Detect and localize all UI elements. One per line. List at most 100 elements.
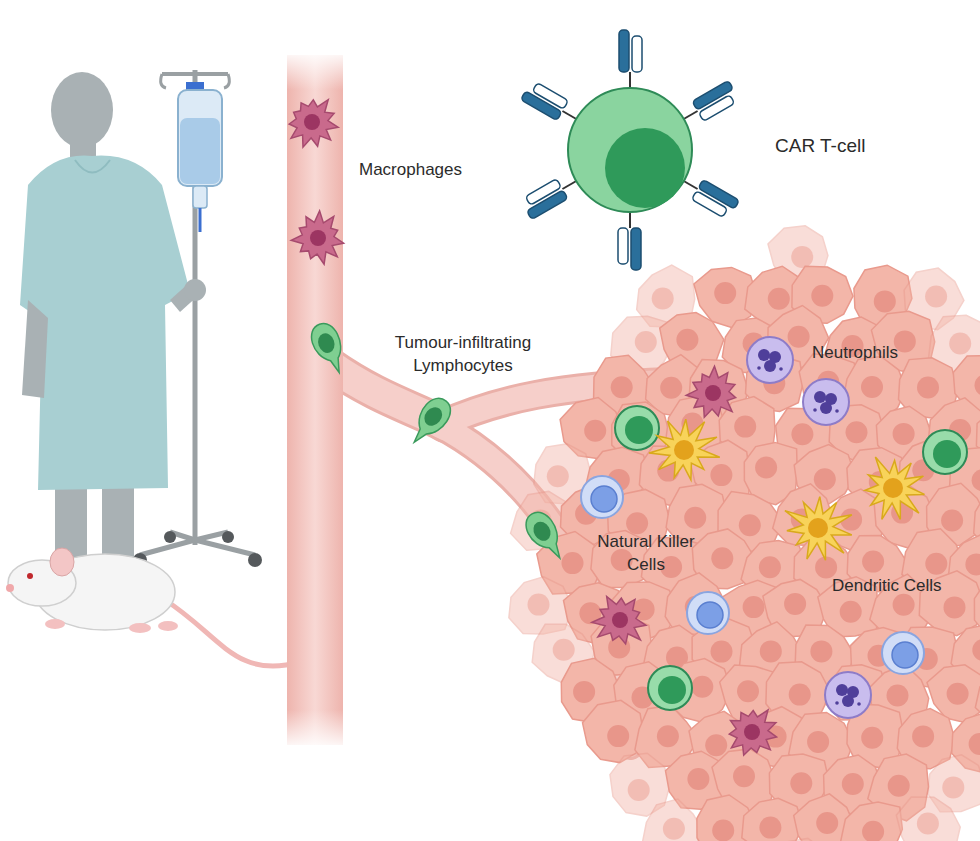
lymphocyte-cell: [307, 320, 350, 378]
neutrophil-nucleus: [820, 402, 832, 414]
tumour-nucleus: [635, 331, 657, 353]
tumour-nucleus: [807, 731, 829, 753]
patient-figure: [20, 72, 200, 565]
macrophage-cell: [289, 100, 338, 148]
tumour-cell: [896, 797, 960, 841]
tumour-nucleus: [628, 779, 650, 801]
tumour-nucleus: [861, 376, 883, 398]
tumour-nucleus: [893, 594, 915, 616]
tumour-nucleus: [663, 818, 685, 840]
tumour-nucleus: [562, 552, 584, 574]
t-cell-nucleus: [933, 440, 961, 468]
tumour-nucleus: [755, 457, 777, 479]
nk-nucleus: [591, 486, 617, 512]
tumour-nucleus: [965, 553, 980, 575]
lymphocyte-nucleus: [421, 404, 446, 430]
tumour-nucleus: [768, 288, 790, 310]
nk-nucleus: [697, 602, 723, 628]
iv-stand: [133, 70, 262, 567]
macrophage-nucleus: [612, 612, 628, 628]
neutrophil-nucleus: [836, 684, 848, 696]
tumour-nucleus: [791, 246, 813, 268]
lymphocyte-body: [521, 507, 570, 565]
tumour-nucleus: [760, 640, 782, 662]
neutrophil-cell: [803, 379, 849, 425]
tumour-nucleus: [925, 553, 947, 575]
tumour-nucleus: [705, 734, 727, 756]
tumour-nucleus: [712, 820, 734, 841]
t-cell: [923, 430, 967, 474]
tumour-nucleus: [862, 551, 884, 573]
tumour-nucleus: [737, 680, 759, 702]
tumour-nucleus: [840, 601, 862, 623]
cell-label: CAR T-cell: [775, 134, 865, 157]
tumour-nucleus: [810, 640, 832, 662]
tumour-nucleus: [917, 377, 939, 399]
tumour-nucleus: [811, 285, 833, 307]
tumour-nucleus: [944, 596, 966, 618]
tumour-nucleus: [972, 639, 980, 661]
lymphocyte-body: [307, 320, 350, 378]
neutrophil-cell: [747, 337, 793, 383]
dendritic-nucleus: [674, 440, 694, 460]
tumour-nucleus: [917, 813, 939, 835]
neutrophil-nucleus: [758, 349, 770, 361]
tumour-nucleus: [528, 594, 550, 616]
tumour-nucleus: [743, 596, 765, 618]
tumour-nucleus: [816, 812, 838, 834]
tumour-nucleus: [947, 683, 969, 705]
tumour-nucleus: [739, 514, 761, 536]
tumour-nucleus: [791, 423, 813, 445]
tumour-nucleus: [573, 681, 595, 703]
tumour-nucleus: [941, 510, 963, 532]
tumour-nucleus: [861, 727, 883, 749]
tumour-nucleus: [942, 776, 964, 798]
lymphocyte-nucleus: [315, 331, 337, 355]
tumour-nucleus: [846, 421, 868, 443]
neutrophil-granule: [757, 366, 761, 370]
mouse-figure: [6, 548, 300, 666]
immune-cells: [289, 100, 967, 756]
cell-label: Dendritic Cells: [832, 574, 942, 597]
tumour-nucleus: [733, 765, 755, 787]
macrophage-nucleus: [310, 230, 326, 246]
macrophage-cell: [592, 597, 646, 644]
macrophage-cell: [686, 366, 736, 417]
tumour-nucleus: [972, 469, 980, 491]
lymphocyte-cell: [403, 393, 457, 450]
t-cell: [615, 406, 659, 450]
tumour-nucleus: [788, 326, 810, 348]
tumour-nucleus: [912, 725, 934, 747]
tumour-nucleus: [611, 376, 633, 398]
tumor-mass: [509, 226, 980, 841]
neutrophil-granule: [857, 702, 861, 706]
tumour-nucleus: [691, 676, 713, 698]
tumour-nucleus: [714, 282, 736, 304]
dendritic-cell: [865, 457, 925, 519]
neutrophil-nucleus: [764, 360, 776, 372]
tumour-nucleus: [893, 423, 915, 445]
tumour-nucleus: [887, 685, 909, 707]
tumour-nucleus: [975, 374, 980, 396]
neutrophil-nucleus: [814, 391, 826, 403]
neutrophil-granule: [813, 408, 817, 412]
tumour-nucleus: [759, 817, 781, 839]
tumour-nucleus: [814, 468, 836, 490]
nk-cell: [687, 592, 729, 634]
tumour-nucleus: [949, 333, 971, 355]
t-cell: [648, 666, 692, 710]
neutrophil-granule: [779, 367, 783, 371]
tumour-nucleus: [925, 286, 947, 308]
macrophage-nucleus: [304, 114, 320, 130]
tumour-nucleus: [759, 556, 781, 578]
tumour-nucleus: [711, 641, 733, 663]
neutrophil-granule: [835, 701, 839, 705]
tumour-nucleus: [626, 512, 648, 534]
macrophage-nucleus: [705, 385, 721, 401]
tumour-nucleus: [687, 768, 709, 790]
tumour-nucleus: [684, 507, 706, 529]
tumour-cell: [841, 802, 903, 841]
tumour-nucleus: [711, 547, 733, 569]
tumour-nucleus: [547, 465, 569, 487]
